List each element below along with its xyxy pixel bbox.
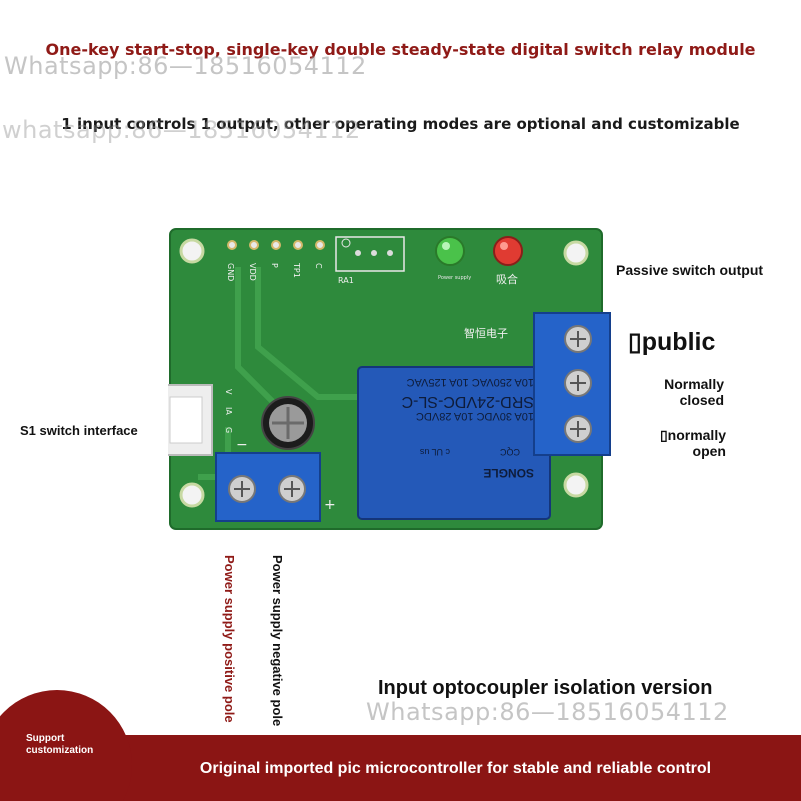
support-line1: Support [26,733,65,744]
watermark: Whatsapp:86—18516054112 [366,698,729,726]
silk-power: Power supply [438,275,471,281]
power-led [435,236,465,266]
relay-ul: c UL us [419,447,450,457]
silk-minus: − [236,437,248,453]
optocoupler-label: Input optocoupler isolation version [378,677,713,699]
supply-negative-line2: negative pole [270,643,285,727]
footer-bar [0,735,801,801]
watermark: whatsapp:86—18516054112 [2,116,361,144]
passive-output-label: Passive switch output [616,262,764,278]
s1-switch-interface-label: S1 switch interface [20,423,138,438]
silk-plus: + [324,497,336,513]
relay-rating-2: 10A 30VDC 10A 28VDC [416,410,534,422]
watermark: Whatsapp:86—18516054112 [4,52,367,80]
normally-closed-label: Normally closed [640,376,724,408]
page-title: One-key start-stop, single-key double st… [45,40,756,59]
relay-brand: SONGLE [483,466,534,480]
supply-positive-label: Power supply positive pole [222,555,237,723]
relay [357,366,551,520]
silk-ra1: RA1 [338,276,354,285]
support-badge-text: Support customization [26,733,93,757]
footer-text: Original imported pic microcontroller fo… [199,760,712,777]
support-line2: customization [26,745,94,756]
silk-pin-gnd: GND [226,263,235,281]
absorb-led [493,236,523,266]
silk-pin-p: P [270,263,279,268]
silk-input-ia: IA [224,407,233,415]
silk-absorb: 吸合 [496,272,518,286]
supply-positive-line2: positive pole [222,643,237,723]
supply-negative-line1: Power supply [270,555,285,640]
public-terminal-label: ▯public [628,328,716,356]
silk-pin-vdd: VDD [248,263,257,281]
silk-input-v: V [224,389,233,395]
page-subtitle: 1 input controls 1 output, other operati… [61,115,740,133]
relay-cert: CQC [500,447,521,457]
relay-module-board: GND VDD P TP1 C RA1 Power supply 吸合 智恒电子… [168,228,611,530]
silk-brand: 智恒电子 [464,326,508,340]
normally-open-label: ▯normally open [640,427,726,459]
normally-closed-line2: closed [679,392,724,408]
silk-pin-c: C [314,263,323,269]
normally-open-line2: open [692,443,726,459]
normally-open-line1: ▯normally [659,427,726,443]
supply-negative-label: Power supply negative pole [270,555,285,726]
relay-model: SRD-24VDC-SL-C [402,393,534,410]
supply-positive-line1: Power supply [222,555,237,640]
silk-pin-tp1: TP1 [292,262,301,278]
relay-rating-1: 10A 250VAC 10A 125VAC [407,376,534,388]
normally-closed-line1: Normally [664,376,724,392]
silk-input-g: G [224,427,233,433]
